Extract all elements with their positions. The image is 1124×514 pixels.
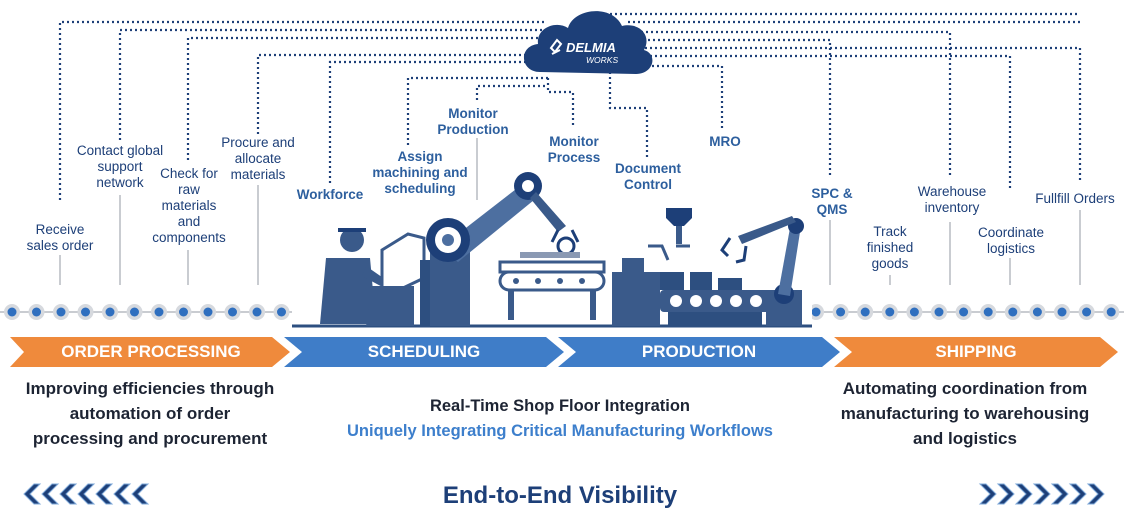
- timeline-dot: [955, 304, 972, 320]
- timeline-dot: [1004, 304, 1021, 320]
- timeline-dot: [53, 304, 69, 320]
- timeline-dot: [1029, 304, 1046, 320]
- timeline-dot: [881, 304, 898, 320]
- timeline-dot: [102, 304, 118, 320]
- timeline-dot: [857, 304, 874, 320]
- cloud-brand: DELMIA: [566, 40, 616, 55]
- timeline-dot: [4, 304, 20, 320]
- timeline-dot: [832, 304, 849, 320]
- label-workforce: Workforce: [296, 187, 364, 202]
- delmia-cloud: DELMIA WORKS: [523, 11, 653, 74]
- timeline-dot: [151, 304, 167, 320]
- timeline-dot: [249, 304, 265, 320]
- production-line-illustration: [612, 208, 770, 326]
- timeline-dot: [200, 304, 216, 320]
- label-posts: [59, 138, 1081, 285]
- phase-order-processing: ORDER PROCESSING: [61, 342, 241, 361]
- description-shop-floor: Real-Time Shop Floor Integration Uniquel…: [320, 394, 800, 444]
- phase-scheduling: SCHEDULING: [367, 342, 481, 361]
- timeline-dots: [4, 304, 1120, 320]
- chevron-right-icon: [978, 483, 997, 505]
- robot-arm-illustration: [426, 172, 580, 326]
- description-shop-floor-line1: Real-Time Shop Floor Integration: [429, 397, 691, 415]
- timeline-dot: [931, 304, 947, 320]
- chevron-right-icon: [1086, 483, 1105, 505]
- phase-production: PRODUCTION: [641, 342, 757, 361]
- 3ds-logo-icon: [549, 38, 563, 55]
- timeline-dot: [224, 304, 241, 320]
- timeline-dot: [126, 304, 143, 320]
- conveyor-illustration: [498, 252, 606, 320]
- left-chevrons: [23, 483, 150, 505]
- worker-illustration: [320, 228, 392, 324]
- timeline-dot: [1078, 304, 1095, 320]
- timeline-dot: [273, 304, 290, 320]
- chevron-left-icon: [77, 483, 96, 505]
- timeline-dot: [175, 304, 192, 320]
- chevron-right-icon: [1068, 483, 1087, 505]
- chevron-left-icon: [59, 483, 78, 505]
- chevron-right-icon: [1032, 483, 1051, 505]
- description-shop-floor-line2: Uniquely Integrating Critical Manufactur…: [347, 422, 773, 440]
- timeline-dot: [1103, 304, 1120, 320]
- label-spc-qms: SPC &QMS: [811, 186, 853, 217]
- timeline-dot: [1054, 304, 1070, 320]
- chevron-left-icon: [113, 483, 132, 505]
- timeline-dot: [906, 304, 923, 320]
- robot-arm-2-illustration: [720, 216, 804, 326]
- chevron-left-icon: [131, 483, 150, 505]
- footer-title: End-to-End Visibility: [442, 482, 678, 509]
- timeline-dot: [28, 304, 45, 320]
- timeline-dot: [77, 304, 94, 320]
- chevron-right-icon: [1050, 483, 1069, 505]
- cloud-sub: WORKS: [586, 55, 618, 65]
- right-chevrons: [978, 483, 1105, 505]
- chevron-left-icon: [23, 483, 42, 505]
- chevron-left-icon: [95, 483, 114, 505]
- label-mro: MRO: [709, 134, 741, 149]
- phase-arrows: [10, 337, 1118, 367]
- label-fulfill-orders: Fullfill Orders: [1035, 191, 1115, 206]
- chevron-right-icon: [996, 483, 1015, 505]
- chevron-left-icon: [41, 483, 60, 505]
- chevron-right-icon: [1014, 483, 1033, 505]
- timeline-dot: [980, 304, 997, 320]
- phase-shipping: SHIPPING: [935, 342, 1017, 361]
- cloud-connectors: [58, 12, 1082, 200]
